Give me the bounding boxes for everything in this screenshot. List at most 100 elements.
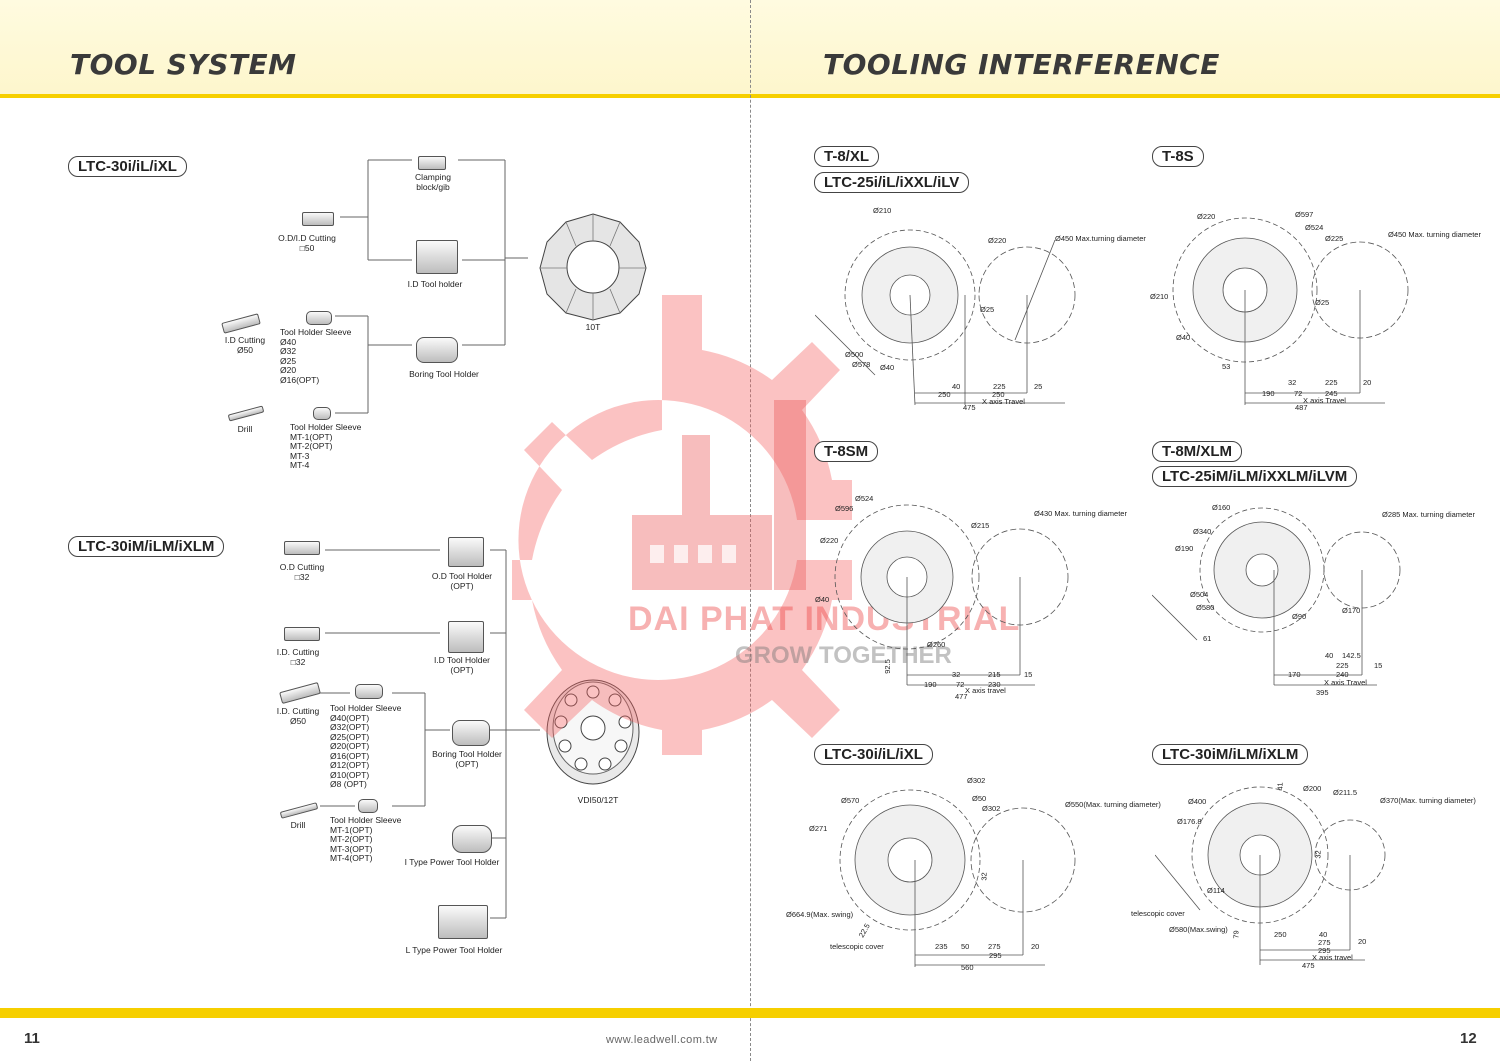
tool-holder-sleeve-mt-2-image <box>358 799 378 813</box>
id-tool-holder-label: I.D Tool holder <box>407 279 463 289</box>
dim-label: 487 <box>1295 403 1308 412</box>
model-pill-t8s: T-8S <box>1152 146 1204 167</box>
dim-label: Ø40 <box>880 363 895 372</box>
dim-label: Ø664.9(Max. swing) <box>786 910 854 919</box>
dim-label: 32 <box>979 872 989 881</box>
dim-label: 250 <box>992 390 1005 399</box>
dim-label: Ø340 <box>1193 527 1212 536</box>
dim-label: 15 <box>1374 661 1383 670</box>
drill-2-label: Drill <box>290 820 306 830</box>
interference-diagram-ltc30i <box>839 789 1076 967</box>
i-type-power-tool-holder-image <box>452 825 492 853</box>
dim-label: Ø40 <box>815 595 830 604</box>
dim-label: Ø302 <box>967 776 986 785</box>
dim-label: Ø225 <box>1325 234 1344 243</box>
dim-label: 32 <box>952 670 961 679</box>
turret-10t-image <box>539 213 647 321</box>
id-tool-holder-2-label: I.D Tool Holder(OPT) <box>433 655 491 675</box>
dim-label: Ø596 <box>835 504 854 513</box>
dim-label: 395 <box>1316 688 1329 697</box>
dim-label: Ø90 <box>1292 612 1307 621</box>
dim-label: 40 <box>952 382 961 391</box>
l-type-power-label: L Type Power Tool Holder <box>405 945 503 955</box>
dim-label: X axis travel <box>1312 953 1353 962</box>
boring-tool-holder-2-label: Boring Tool Holder(OPT) <box>432 749 502 769</box>
id-cutting-sq-label: I.D. Cutting□32 <box>276 647 320 667</box>
dim-label: Ø400 <box>1188 797 1207 806</box>
dim-label: Ø580 <box>1196 603 1215 612</box>
dim-label: 41 <box>1275 782 1285 791</box>
dim-label: Ø430 Max. turning diameter <box>1034 509 1127 518</box>
turret-vdi50-image <box>546 679 640 785</box>
dim-label: Ø524 <box>855 494 874 503</box>
interference-diagram-t8m-xlm <box>1152 507 1401 686</box>
dim-label: X axis Travel <box>1303 396 1346 405</box>
right-page-number: 12 <box>1460 1030 1477 1047</box>
dim-label: 15 <box>1024 670 1033 679</box>
dim-label: 225 <box>993 382 1006 391</box>
dim-label: 20 <box>1358 937 1367 946</box>
dim-label: Ø450 Max. turning diameter <box>1388 230 1481 239</box>
od-cutting-label: O.D Cutting□32 <box>279 562 325 582</box>
dim-label: 475 <box>1302 961 1315 970</box>
dim-label: Ø210 <box>873 206 892 215</box>
interference-diagram-t8sm <box>834 504 1069 686</box>
dim-label: Ø260 <box>927 640 946 649</box>
tool-tree-connectors-1 <box>335 159 528 414</box>
dim-label: 20 <box>1363 378 1372 387</box>
dim-label: 295 <box>989 951 1002 960</box>
boring-tool-holder-image <box>416 337 458 363</box>
model-pill-ltc25i: LTC-25i/iL/iXXL/iLV <box>814 172 970 193</box>
dim-label: Ø220 <box>988 236 1007 245</box>
dim-label: Ø500 <box>845 350 864 359</box>
dim-label: X axis travel <box>965 686 1006 695</box>
dim-label: telescopic cover <box>1131 909 1185 918</box>
dim-label: 250 <box>1274 930 1287 939</box>
dim-label: 79 <box>1231 930 1241 939</box>
dim-label: Ø211.5 <box>1333 788 1358 797</box>
tool-holder-sleeve-mt-image <box>313 407 331 420</box>
dim-label: 477 <box>955 692 968 701</box>
dim-label: 190 <box>924 680 937 689</box>
dim-label: 230 <box>988 680 1001 689</box>
dim-label: Ø40 <box>1176 333 1191 342</box>
dim-label: Ø25 <box>980 305 995 314</box>
interference-diagram-t8-xl <box>815 229 1076 406</box>
dim-label: 475 <box>963 403 976 412</box>
left-page-number: 11 <box>24 1030 40 1047</box>
dim-label: Ø114 <box>1207 886 1225 895</box>
dim-label: 142.5 <box>1342 651 1361 660</box>
dim-label: Ø578 <box>852 360 871 369</box>
boring-tool-holder-label: Boring Tool Holder <box>409 369 479 379</box>
dim-label: 245 <box>1325 389 1338 398</box>
drill-label: Drill <box>237 424 253 434</box>
dim-label: X axis Travel <box>1324 678 1367 687</box>
od-tool-holder-label: O.D Tool Holder(OPT) <box>431 571 493 591</box>
turret-10t-label: 10T <box>585 322 601 332</box>
id-tool-holder-image <box>416 240 458 274</box>
dim-label: Ø176.8 <box>1177 817 1202 826</box>
interference-diagram-ltc30im <box>1155 786 1386 965</box>
dim-label: 50 <box>961 942 970 951</box>
tool-holder-sleeve-image <box>306 311 332 325</box>
dim-label: X axis Travel <box>982 397 1025 406</box>
dim-label: telescopic cover <box>830 942 884 951</box>
dim-label: 215 <box>988 670 1001 679</box>
dim-label: 40 <box>1325 651 1334 660</box>
dim-label: 40 <box>1319 930 1328 939</box>
id-cutting-sq-tool-image <box>284 627 320 641</box>
model-pill-ltc30im: LTC-30iM/iLM/iXLM <box>68 536 225 557</box>
boring-tool-holder-2-image <box>452 720 490 746</box>
dim-label: 240 <box>1336 670 1349 679</box>
right-page-title: TOOLING INTERFERENCE <box>823 48 1220 81</box>
dim-label: Ø370(Max. turning diameter) <box>1380 796 1476 805</box>
dim-label: 250 <box>938 390 951 399</box>
od-id-cutting-tool-image <box>302 212 334 226</box>
left-page-title: TOOL SYSTEM <box>70 48 297 81</box>
model-pill-ltc30i-interference: LTC-30i/iL/iXL <box>814 744 933 765</box>
page-fold-divider <box>750 0 751 1061</box>
